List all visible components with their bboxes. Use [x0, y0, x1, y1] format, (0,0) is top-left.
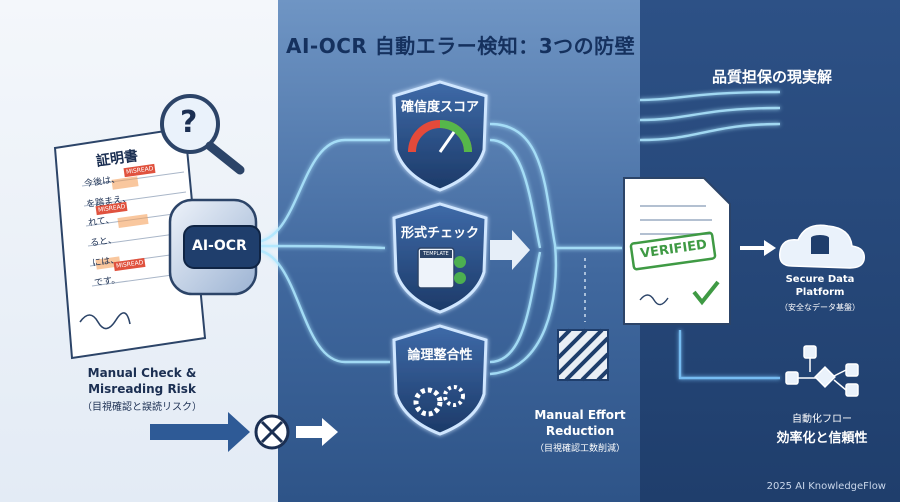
check-icon	[692, 280, 720, 306]
reduction-en-line2: Reduction	[545, 424, 615, 438]
secure-en-line1: Secure Data	[785, 274, 855, 285]
verified-document	[623, 177, 731, 325]
magnifier-icon	[160, 94, 245, 175]
secure-en-line2: Platform	[795, 287, 845, 298]
ocr-device-icon	[168, 198, 261, 296]
shield-label-logic: 論理整合性	[407, 348, 473, 363]
page-title: AI-OCR 自動エラー検知：3つの防壁	[286, 34, 636, 58]
reduction-en-line1: Manual Effort	[534, 408, 626, 422]
shield-logic	[392, 324, 488, 436]
shield-confidence	[392, 80, 488, 192]
caption-en-line2: Misreading Risk	[88, 382, 196, 396]
template-tag: TEMPLATE	[420, 250, 452, 258]
highlight-mark	[117, 213, 149, 229]
certificate-document	[53, 126, 207, 360]
secure-jp: （安全なデータ基盤）	[780, 303, 860, 312]
shield-format	[392, 202, 488, 314]
template-checklist-icon	[417, 247, 455, 289]
verified-stamp	[629, 231, 717, 271]
flow-label-2: 効率化と信頼性	[776, 431, 868, 446]
ocr-device-label: AI-OCR	[192, 238, 247, 254]
flow-label-1: 自動化フロー	[792, 414, 852, 425]
data-stream-lines	[254, 90, 781, 380]
highlight-mark	[111, 176, 139, 190]
right-heading: 品質担保の現実解	[712, 68, 833, 86]
workflow-icon	[785, 345, 859, 397]
to-cloud-arrow	[740, 240, 776, 256]
reduction-jp: （目視確認工数削減）	[534, 444, 625, 454]
caption-jp: （目視確認と誤読リスク）	[82, 402, 202, 413]
format-arrow	[490, 230, 530, 270]
barrier-icon	[556, 328, 610, 382]
caption-en-line1: Manual Check &	[87, 366, 197, 380]
footer-copyright: 2025 AI KnowledgeFlow	[766, 481, 886, 492]
cloud-database-icon	[779, 224, 865, 269]
shield-label-format: 形式チェック	[400, 226, 479, 241]
magnifier-question-mark: ?	[180, 105, 198, 140]
signature	[79, 312, 131, 330]
gears-icon	[413, 387, 443, 417]
blocked-arrow-icon	[150, 412, 338, 452]
shield-label-confidence: 確信度スコア	[400, 100, 479, 115]
